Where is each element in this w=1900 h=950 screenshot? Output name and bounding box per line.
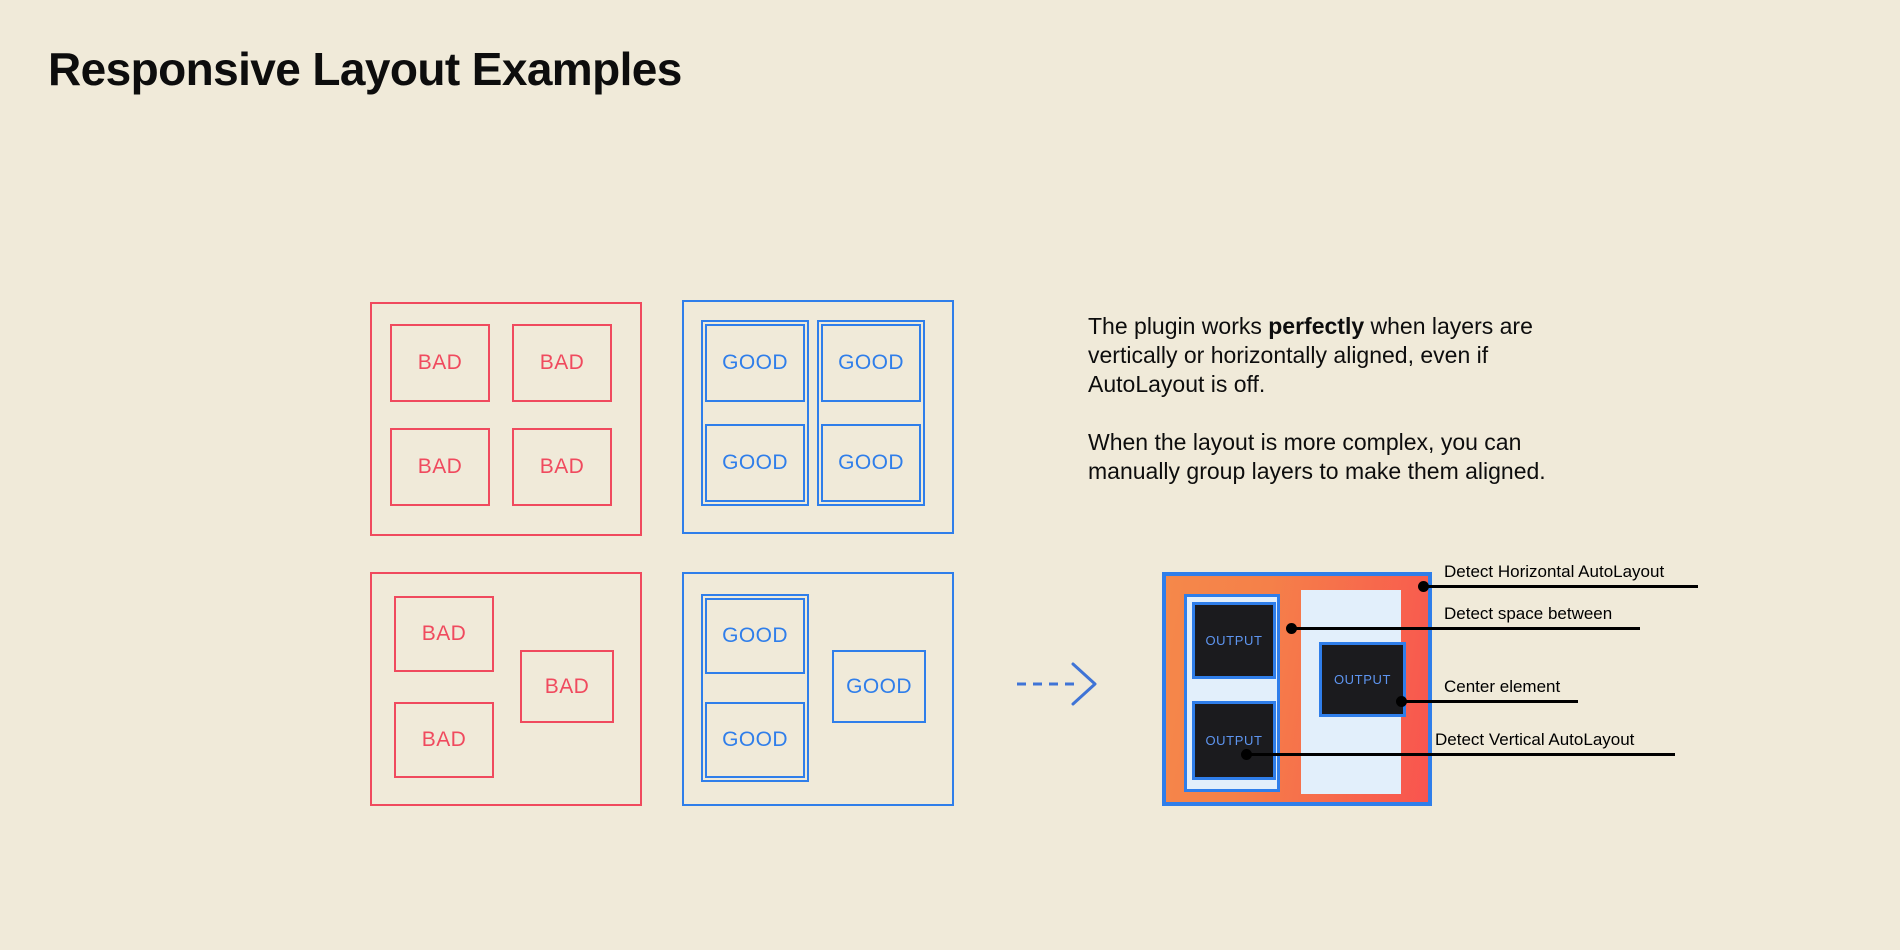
example-good-grouped: GOOD GOOD GOOD — [682, 572, 954, 806]
output-label: OUTPUT — [1205, 633, 1263, 648]
output-box-bottom-left: OUTPUT — [1192, 701, 1276, 780]
cell-bad-free-1: BAD — [394, 596, 494, 672]
annotation-dot — [1286, 623, 1297, 634]
annotation-dot — [1418, 581, 1429, 592]
annotation-detect-vertical-autolayout: Detect Vertical AutoLayout — [1241, 716, 1675, 760]
cell-bad-1: BAD — [390, 324, 490, 402]
cell-label: GOOD — [838, 351, 904, 374]
cell-bad-3: BAD — [390, 428, 490, 506]
group-wrapper-column-1 — [701, 320, 809, 506]
cell-label: GOOD — [722, 624, 788, 647]
group-wrapper-column-2 — [817, 320, 925, 506]
cell-bad-free-3: BAD — [520, 650, 614, 723]
output-label: OUTPUT — [1333, 672, 1392, 687]
left-vertical-group: OUTPUT OUTPUT — [1184, 594, 1280, 792]
annotation-detect-horizontal-autolayout: Detect Horizontal AutoLayout — [1418, 548, 1702, 592]
annotation-leader-line — [1422, 585, 1446, 588]
annotation-leader-line — [1400, 700, 1446, 703]
cell-good-free-3: GOOD — [832, 650, 926, 723]
annotation-underline — [1444, 700, 1578, 703]
cell-bad-free-2: BAD — [394, 702, 494, 778]
annotation-dot — [1241, 749, 1252, 760]
description-paragraph-1: The plugin works perfectly when layers a… — [1088, 312, 1558, 399]
annotation-center-element: Center element — [1396, 663, 1720, 707]
transition-arrow — [1015, 660, 1105, 708]
cell-label: GOOD — [722, 728, 788, 751]
annotation-underline — [1444, 627, 1640, 630]
cell-label: BAD — [417, 455, 463, 478]
cell-bad-2: BAD — [512, 324, 612, 402]
annotation-label: Detect space between — [1444, 604, 1613, 623]
annotation-leader-line — [1245, 753, 1437, 756]
description-p1-part2: when layers are vertically or horizontal… — [1088, 313, 1533, 397]
group-wrapper-left-column — [701, 594, 809, 782]
annotation-label: Center element — [1444, 677, 1561, 696]
cell-good-free-2: GOOD — [705, 702, 805, 778]
cell-label: GOOD — [846, 674, 912, 698]
cell-good-2: GOOD — [821, 324, 921, 402]
cell-label: BAD — [417, 351, 463, 374]
example-bad-grid: BAD BAD BAD BAD — [370, 302, 642, 536]
annotation-leader-line — [1290, 627, 1446, 630]
annotation-underline — [1435, 753, 1675, 756]
example-good-grid: GOOD GOOD GOOD GOOD — [682, 300, 954, 534]
annotation-dot — [1396, 696, 1407, 707]
output-label: OUTPUT — [1205, 733, 1263, 748]
cell-good-3: GOOD — [705, 424, 805, 502]
cell-label: BAD — [539, 351, 585, 374]
annotation-underline — [1444, 585, 1698, 588]
cell-label: BAD — [544, 674, 590, 698]
output-box-top-left: OUTPUT — [1192, 602, 1276, 679]
description-p1-part1: The plugin works — [1088, 313, 1269, 339]
description-paragraph-2: When the layout is more complex, you can… — [1088, 429, 1546, 484]
cell-label: GOOD — [722, 451, 788, 474]
cell-bad-4: BAD — [512, 428, 612, 506]
cell-good-4: GOOD — [821, 424, 921, 502]
description-block: The plugin works perfectly when layers a… — [1088, 312, 1558, 486]
cell-good-free-1: GOOD — [705, 598, 805, 674]
paragraph-spacer — [1088, 399, 1558, 428]
annotation-detect-space-between: Detect space between — [1286, 590, 1710, 634]
annotation-label: Detect Vertical AutoLayout — [1435, 730, 1635, 749]
cell-label: GOOD — [722, 351, 788, 374]
annotation-label: Detect Horizontal AutoLayout — [1444, 562, 1665, 581]
cell-good-1: GOOD — [705, 324, 805, 402]
cell-label: BAD — [539, 455, 585, 478]
example-bad-freeform: BAD BAD BAD — [370, 572, 642, 806]
page-title: Responsive Layout Examples — [48, 43, 682, 95]
annotated-mockup: OUTPUT OUTPUT OUTPUT — [1162, 572, 1432, 806]
cell-label: BAD — [421, 622, 467, 645]
output-box-right: OUTPUT — [1319, 642, 1406, 717]
cell-label: GOOD — [838, 451, 904, 474]
cell-label: BAD — [421, 728, 467, 751]
description-p1-emphasis: perfectly — [1268, 313, 1365, 339]
arrow-icon — [1017, 662, 1097, 706]
